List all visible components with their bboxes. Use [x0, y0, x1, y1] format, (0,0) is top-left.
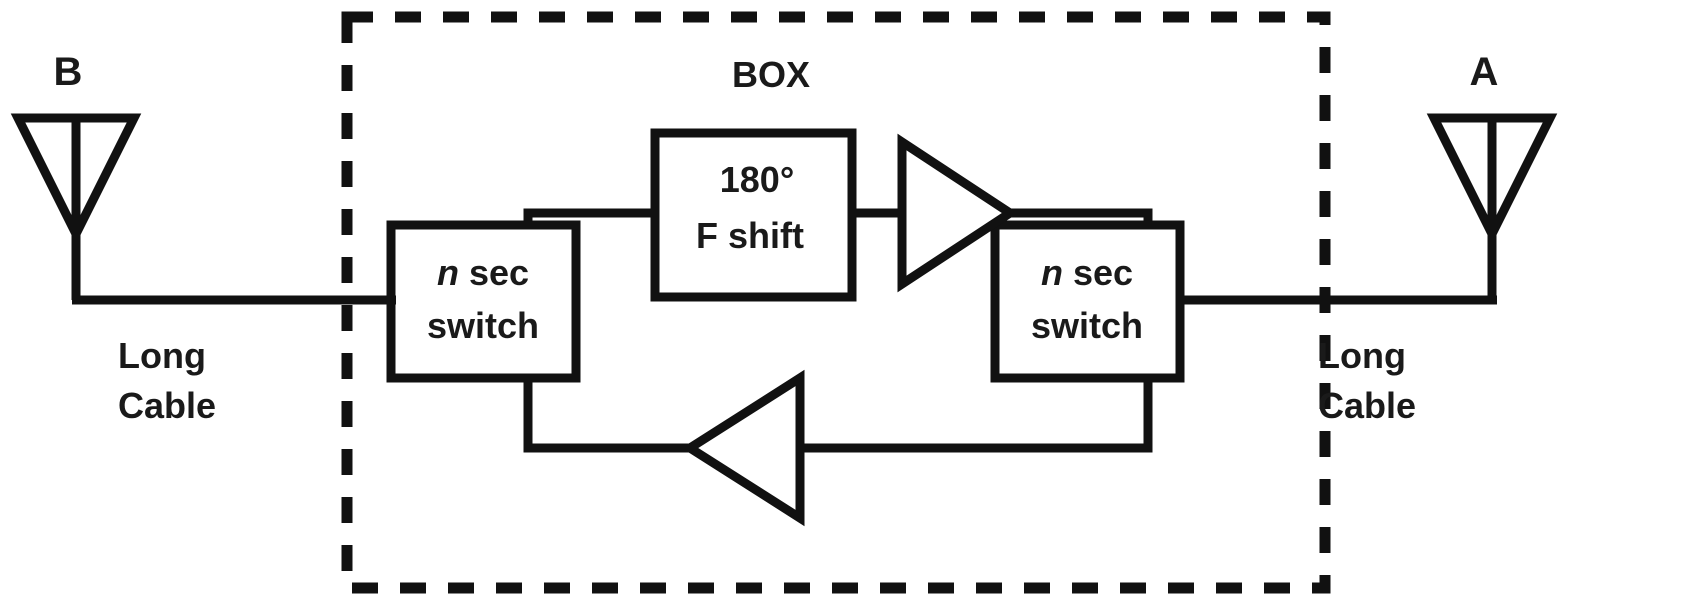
switch-right-block: n sec switch — [990, 220, 1185, 383]
amplifier-bottom-triangle — [681, 369, 805, 527]
switch-right-line1: n sec — [1041, 252, 1133, 293]
antenna-a-label: A — [1470, 50, 1499, 94]
phase-shifter-line1: 180° — [720, 159, 794, 200]
switch-left-block: n sec switch — [386, 220, 581, 383]
antenna-b: B — [10, 50, 142, 300]
wire-left-switch-top-to-phase-shifter — [523, 208, 659, 229]
switch-right-sec: sec — [1073, 252, 1133, 293]
switch-left-n: n — [437, 252, 459, 293]
switch-right-rect — [990, 220, 1185, 383]
wire-right-switch-bottom-to-amplifier-bottom — [800, 374, 1153, 453]
switch-left-line1: n sec — [437, 252, 529, 293]
switch-left-sec: sec — [469, 252, 529, 293]
switch-right-n: n — [1041, 252, 1063, 293]
phase-shifter-block: 180° F shift — [650, 128, 857, 302]
wire-amplifier-top-to-right-switch — [1006, 208, 1153, 229]
wire-amplifier-bottom-to-left-switch — [523, 374, 694, 453]
switch-right-line2: switch — [1031, 305, 1143, 346]
antenna-b-label: B — [54, 50, 83, 94]
phase-shifter-line2: F shift — [696, 215, 804, 256]
cable-left-label-line2: Cable — [118, 385, 216, 426]
cable-left-label-line1: Long — [118, 335, 206, 376]
amplifier-top-triangle — [897, 133, 1019, 293]
antenna-a: A — [1426, 50, 1558, 300]
switch-left-rect — [386, 220, 581, 383]
cable-right-label-line1: Long — [1318, 335, 1406, 376]
box-label: BOX — [732, 54, 810, 95]
cable-right-label-line2: Cable — [1318, 385, 1416, 426]
switch-left-line2: switch — [427, 305, 539, 346]
